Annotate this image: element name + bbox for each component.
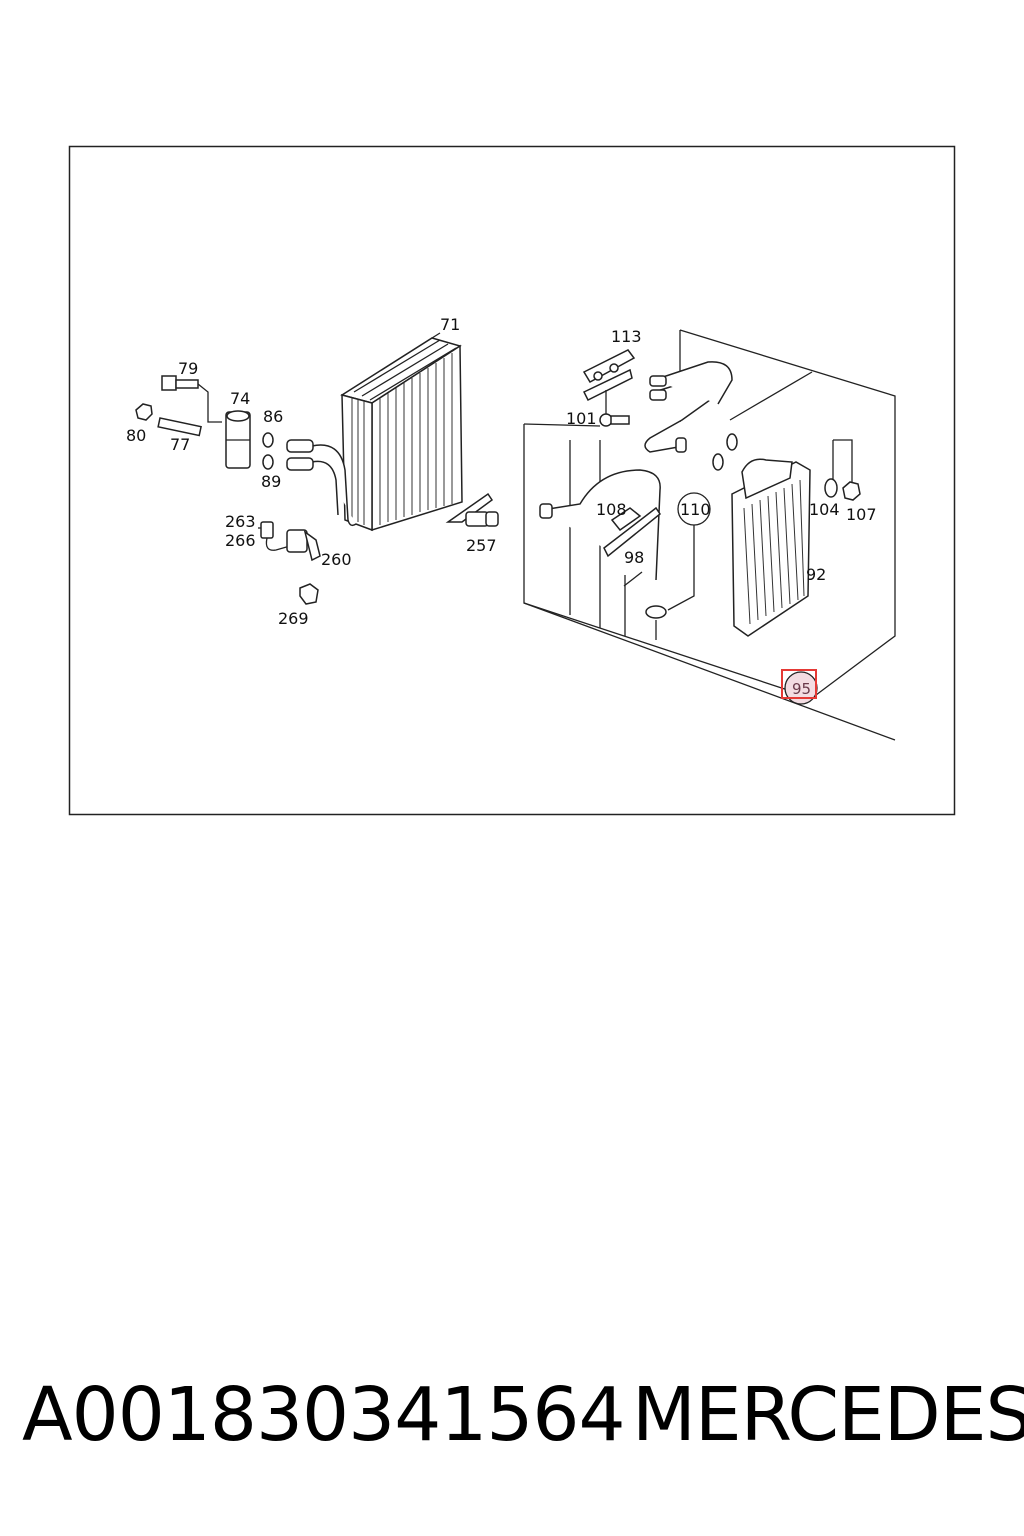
part-number: A001830341564 — [22, 1372, 626, 1458]
parts-diagram: 71 79 74 80 77 86 89 263 266 260 269 257… — [68, 145, 956, 816]
clip-part-269[interactable] — [299, 583, 319, 605]
nut-part-107[interactable] — [842, 481, 861, 501]
brand-name: MERCEDES — [632, 1372, 1024, 1458]
heater-core-part[interactable] — [731, 458, 811, 637]
footer: A001830341564 MERCEDES — [0, 1372, 1024, 1472]
highlight-box-95 — [781, 669, 817, 699]
heater-pipes-part[interactable] — [539, 361, 733, 619]
callout-86[interactable]: 86 — [263, 407, 283, 426]
o-ring-part-89[interactable] — [262, 454, 274, 470]
nut-part-80[interactable] — [135, 403, 153, 421]
callout-110[interactable]: 110 — [680, 500, 711, 519]
o-ring-part-104[interactable] — [824, 478, 838, 498]
diagram-frame — [68, 145, 956, 816]
bracket-part-113[interactable] — [582, 349, 636, 402]
callout-260[interactable]: 260 — [321, 550, 352, 569]
callout-269[interactable]: 269 — [278, 609, 309, 628]
callout-80[interactable]: 80 — [126, 426, 146, 445]
callout-266[interactable]: 266 — [225, 531, 256, 550]
expansion-valve-part[interactable] — [225, 410, 251, 469]
heater-box-outline — [523, 329, 896, 741]
callout-98[interactable]: 98 — [624, 548, 644, 567]
bolt-part-101[interactable] — [599, 413, 630, 427]
callout-104[interactable]: 104 — [809, 500, 840, 519]
stud-part-77[interactable] — [157, 417, 202, 437]
callout-263[interactable]: 263 — [225, 512, 256, 531]
callout-71[interactable]: 71 — [440, 315, 460, 334]
evaporator-part[interactable] — [286, 337, 463, 532]
callout-circle-110 — [677, 492, 711, 526]
callout-74[interactable]: 74 — [230, 389, 250, 408]
bracket-part-257[interactable] — [445, 492, 499, 527]
callout-113[interactable]: 113 — [611, 327, 642, 346]
o-ring-part-86[interactable] — [262, 432, 274, 448]
callout-101[interactable]: 101 — [566, 409, 597, 428]
bolt-part-79[interactable] — [161, 375, 199, 391]
callout-108[interactable]: 108 — [596, 500, 627, 519]
callout-107[interactable]: 107 — [846, 505, 877, 524]
callout-77[interactable]: 77 — [170, 435, 190, 454]
callout-89[interactable]: 89 — [261, 472, 281, 491]
callout-92[interactable]: 92 — [806, 565, 826, 584]
callout-79[interactable]: 79 — [178, 359, 198, 378]
callout-257[interactable]: 257 — [466, 536, 497, 555]
callout-95[interactable]: 95 — [792, 680, 811, 698]
flap-part-98[interactable] — [603, 506, 662, 587]
temperature-sensor-part[interactable] — [260, 521, 321, 562]
